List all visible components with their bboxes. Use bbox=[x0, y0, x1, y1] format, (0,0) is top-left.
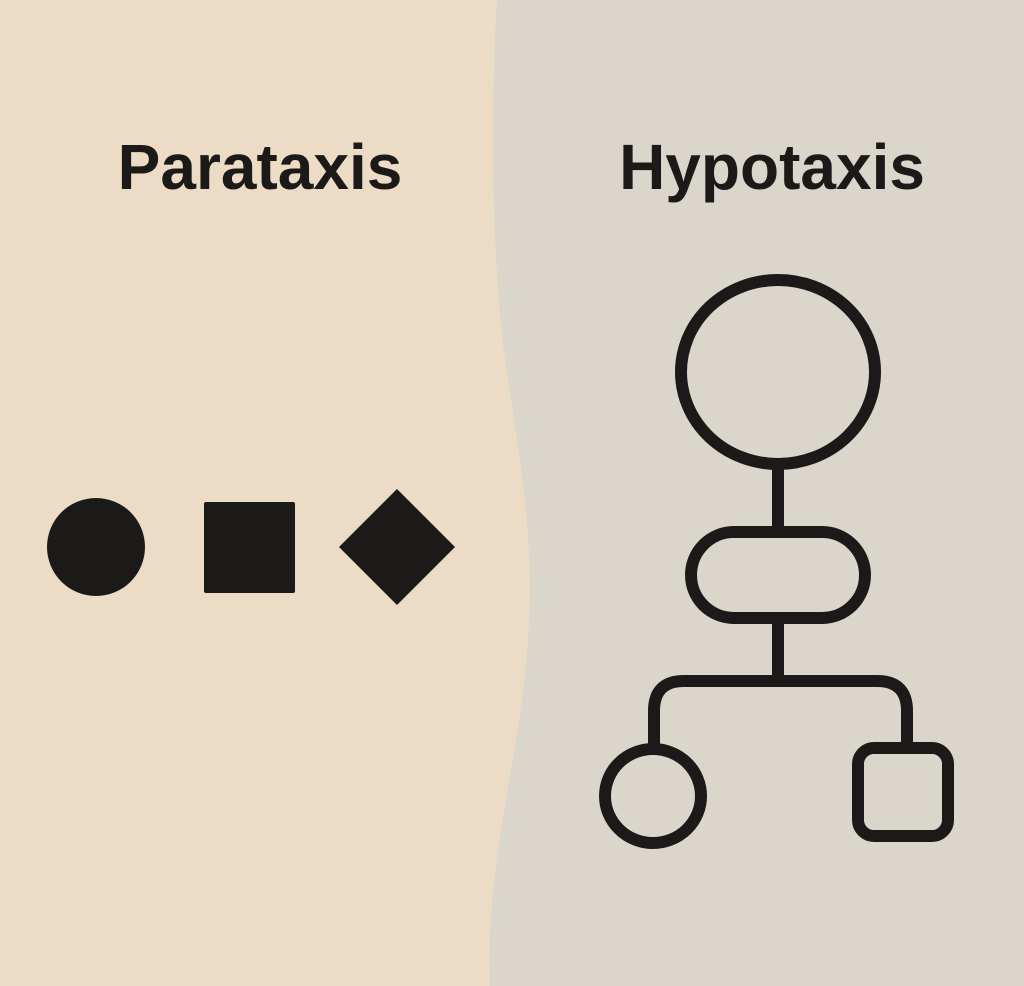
parataxis-title: Parataxis bbox=[117, 131, 403, 203]
filled-diamond-icon bbox=[339, 489, 455, 605]
right-panel-background bbox=[489, 0, 1024, 986]
parataxis-shapes bbox=[47, 489, 455, 605]
filled-circle-icon bbox=[47, 498, 145, 596]
leaf-circle-icon bbox=[599, 743, 707, 849]
leaf-rounded-square-icon bbox=[852, 742, 954, 842]
pill-node-icon bbox=[685, 526, 871, 624]
hypotaxis-title: Hypotaxis bbox=[619, 131, 925, 203]
branch-connector bbox=[648, 675, 913, 748]
hypotaxis-tree bbox=[599, 274, 954, 849]
filled-square-icon bbox=[204, 502, 295, 593]
root-circle-icon bbox=[675, 274, 881, 470]
